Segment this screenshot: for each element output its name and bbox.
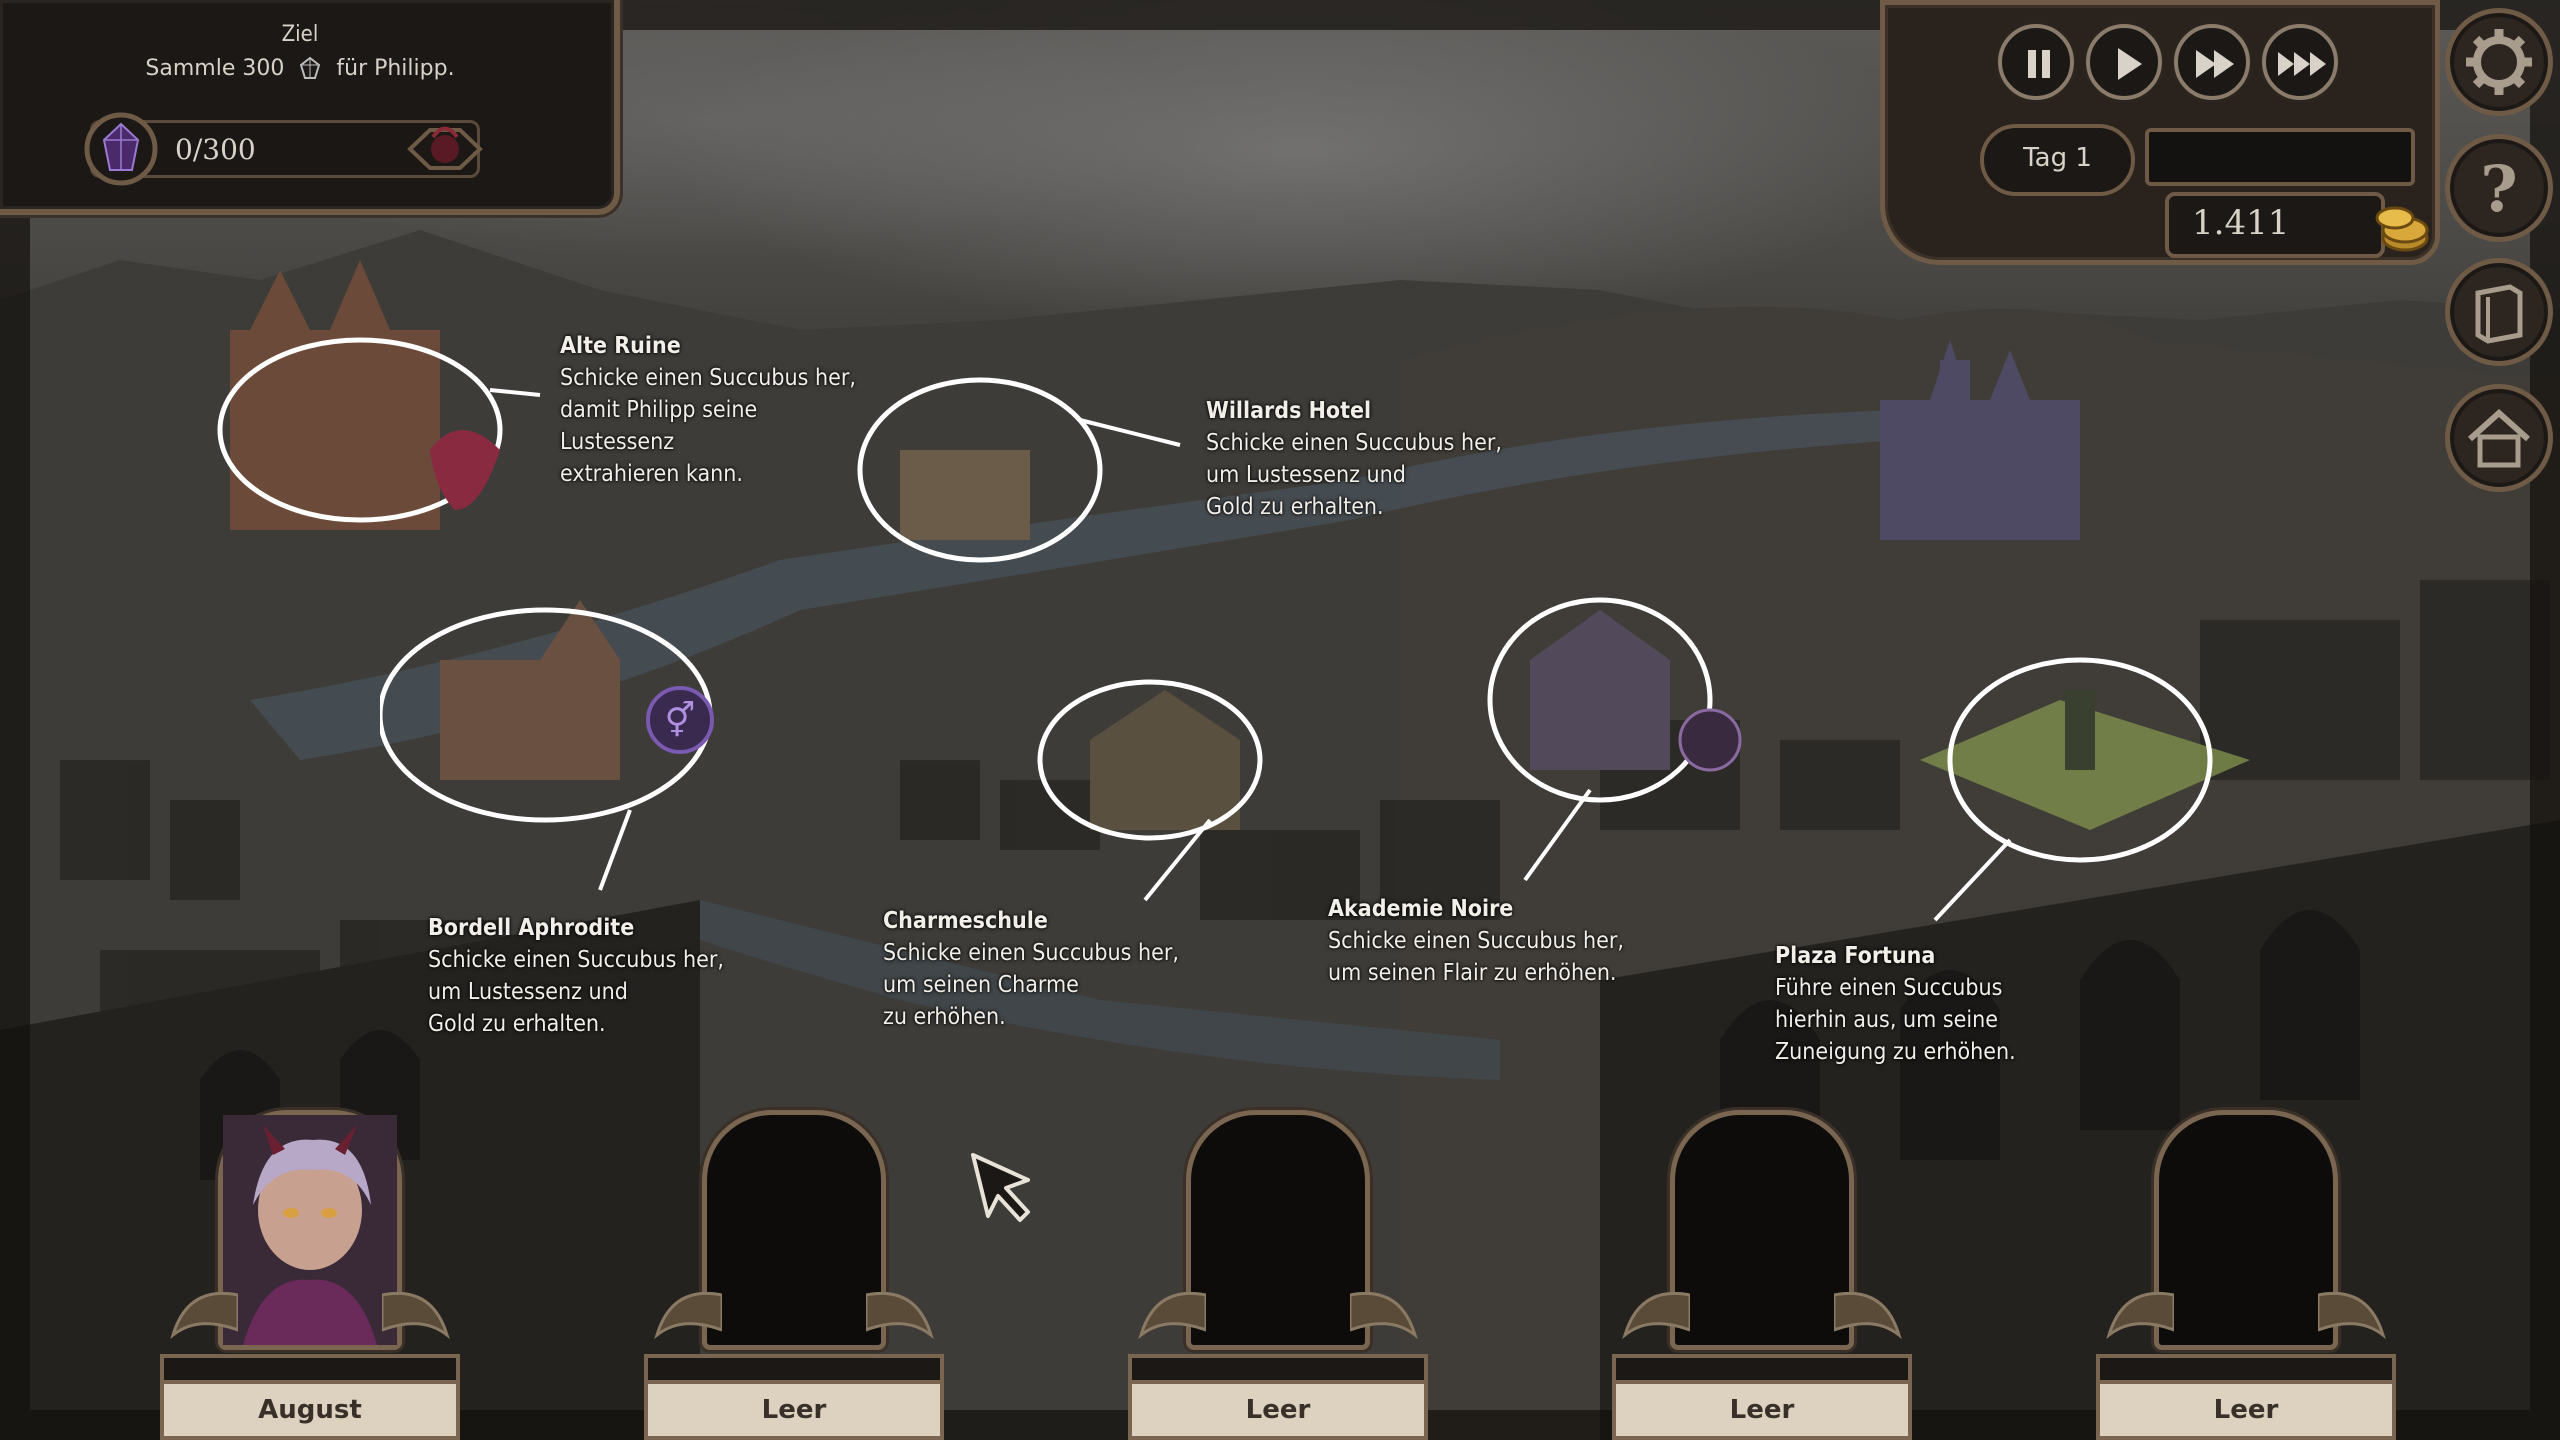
objective-desc-suffix: für Philipp.: [336, 56, 455, 81]
svg-text:?: ?: [2480, 152, 2518, 227]
alte-ruine-bubble[interactable]: [200, 320, 560, 540]
succubus-slot-5[interactable]: Leer: [2096, 1110, 2396, 1440]
location-description: Schicke einen Succubus her, damit Philip…: [560, 365, 856, 487]
pause-icon: [2028, 50, 2050, 78]
slot-ornament-left: [1622, 1291, 1690, 1340]
fastest-forward-button[interactable]: [2262, 24, 2338, 100]
mouse-cursor-icon: [971, 1153, 1030, 1222]
location-description: Schicke einen Succubus her, um Lustessen…: [1206, 430, 1502, 520]
day-progress-bar: [2145, 128, 2415, 186]
essence-crystal-icon: [84, 112, 158, 186]
location-name: Plaza Fortuna: [1775, 943, 1936, 969]
location-name: Akademie Noire: [1328, 896, 1514, 922]
objective-description: Sammle 300 für Philipp.: [0, 56, 600, 81]
help-question-icon: ?: [2480, 152, 2518, 227]
succubus-slot-2[interactable]: Leer: [644, 1110, 944, 1440]
day-label: Tag 1: [2023, 143, 2092, 173]
objective-panel: Ziel Sammle 300 für Philipp. 0/300: [0, 0, 620, 215]
slot-nameplate: August: [160, 1380, 460, 1440]
play-button[interactable]: [2086, 24, 2162, 100]
pause-button[interactable]: [1998, 24, 2074, 100]
slot-ornament-right: [1350, 1291, 1418, 1340]
succubus-slot-1[interactable]: August: [160, 1110, 460, 1440]
slot-ornament-left: [1138, 1291, 1206, 1340]
location-description: Schicke einen Succubus her, um Lustessen…: [428, 947, 724, 1037]
gold-coins-icon: [2375, 206, 2429, 252]
help-button[interactable]: ?: [2445, 134, 2553, 242]
svg-text:⚥: ⚥: [665, 700, 696, 741]
journal-button[interactable]: [2445, 258, 2553, 366]
slot-ornament-left: [654, 1291, 722, 1340]
slot-label: August: [258, 1395, 362, 1425]
location-name: Alte Ruine: [560, 333, 681, 359]
bordell-aphrodite-bubble[interactable]: ⚥: [380, 600, 740, 900]
location-description: Führe einen Succubus hierhin aus, um sei…: [1775, 975, 2016, 1065]
slot-label: Leer: [1729, 1395, 1795, 1425]
objective-progress-text: 0/300: [175, 133, 256, 166]
location-willards-hotel[interactable]: Willards Hotel Schicke einen Succubus he…: [1206, 395, 1502, 523]
location-bordell-aphrodite[interactable]: Bordell Aphrodite Schicke einen Succubus…: [428, 912, 724, 1040]
location-name: Charmeschule: [883, 908, 1048, 934]
home-button[interactable]: [2445, 384, 2553, 492]
play-icon: [2118, 48, 2142, 80]
gold-counter: [2165, 192, 2385, 258]
location-description: Schicke einen Succubus her, um seinen Ch…: [883, 940, 1179, 1030]
slot-portrait-frame: [702, 1110, 886, 1350]
location-plaza-fortuna[interactable]: Plaza Fortuna Führe einen Succubus hierh…: [1775, 940, 2016, 1068]
slot-ornament-right: [866, 1291, 934, 1340]
slot-nameplate: Leer: [1128, 1380, 1428, 1440]
location-charmeschule[interactable]: Charmeschule Schicke einen Succubus her,…: [883, 905, 1179, 1033]
plaza-fortuna-bubble[interactable]: [1930, 650, 2220, 930]
slot-ornament-left: [2106, 1291, 2174, 1340]
succubus-slot-4[interactable]: Leer: [1612, 1110, 1912, 1440]
charmeschule-bubble[interactable]: [1030, 670, 1280, 910]
objective-title: Ziel: [281, 22, 319, 47]
slot-label: Leer: [2213, 1395, 2279, 1425]
slot-portrait-frame: [218, 1110, 402, 1350]
gold-amount: 1.411: [2192, 203, 2290, 243]
location-akademie-noire[interactable]: Akademie Noire Schicke einen Succubus he…: [1328, 893, 1624, 989]
slot-nameplate: Leer: [1612, 1380, 1912, 1440]
home-icon: [2467, 408, 2531, 468]
succubus-slot-3[interactable]: Leer: [1128, 1110, 1428, 1440]
settings-button[interactable]: [2445, 8, 2553, 116]
essence-gem-icon: [300, 57, 321, 79]
willards-hotel-bubble[interactable]: [840, 360, 1200, 570]
slot-ornament-right: [382, 1291, 450, 1340]
location-name: Bordell Aphrodite: [428, 915, 635, 941]
slot-portrait-frame: [1670, 1110, 1854, 1350]
slot-label: Leer: [1245, 1395, 1311, 1425]
journal-icon: [2475, 284, 2523, 344]
fastest-forward-icon: [2278, 52, 2326, 76]
slot-nameplate: Leer: [644, 1380, 944, 1440]
settings-gear-icon: [2466, 29, 2532, 95]
fast-forward-button[interactable]: [2174, 24, 2250, 100]
location-description: Schicke einen Succubus her, um seinen Fl…: [1328, 928, 1624, 986]
slot-portrait-frame: [2154, 1110, 2338, 1350]
slot-ornament-right: [1834, 1291, 1902, 1340]
slot-ornament-left: [170, 1291, 238, 1340]
location-name: Willards Hotel: [1206, 398, 1372, 424]
slot-ornament-right: [2318, 1291, 2386, 1340]
location-alte-ruine[interactable]: Alte Ruine Schicke einen Succubus her, d…: [560, 330, 856, 490]
philipp-portrait-icon: [407, 126, 483, 170]
akademie-noire-bubble[interactable]: [1480, 590, 1770, 890]
slot-nameplate: Leer: [2096, 1380, 2396, 1440]
objective-desc-prefix: Sammle 300: [145, 56, 285, 81]
slot-portrait-frame: [1186, 1110, 1370, 1350]
fast-forward-icon: [2196, 50, 2234, 78]
slot-label: Leer: [761, 1395, 827, 1425]
day-indicator: [1980, 124, 2135, 196]
august-portrait: [223, 1115, 397, 1345]
